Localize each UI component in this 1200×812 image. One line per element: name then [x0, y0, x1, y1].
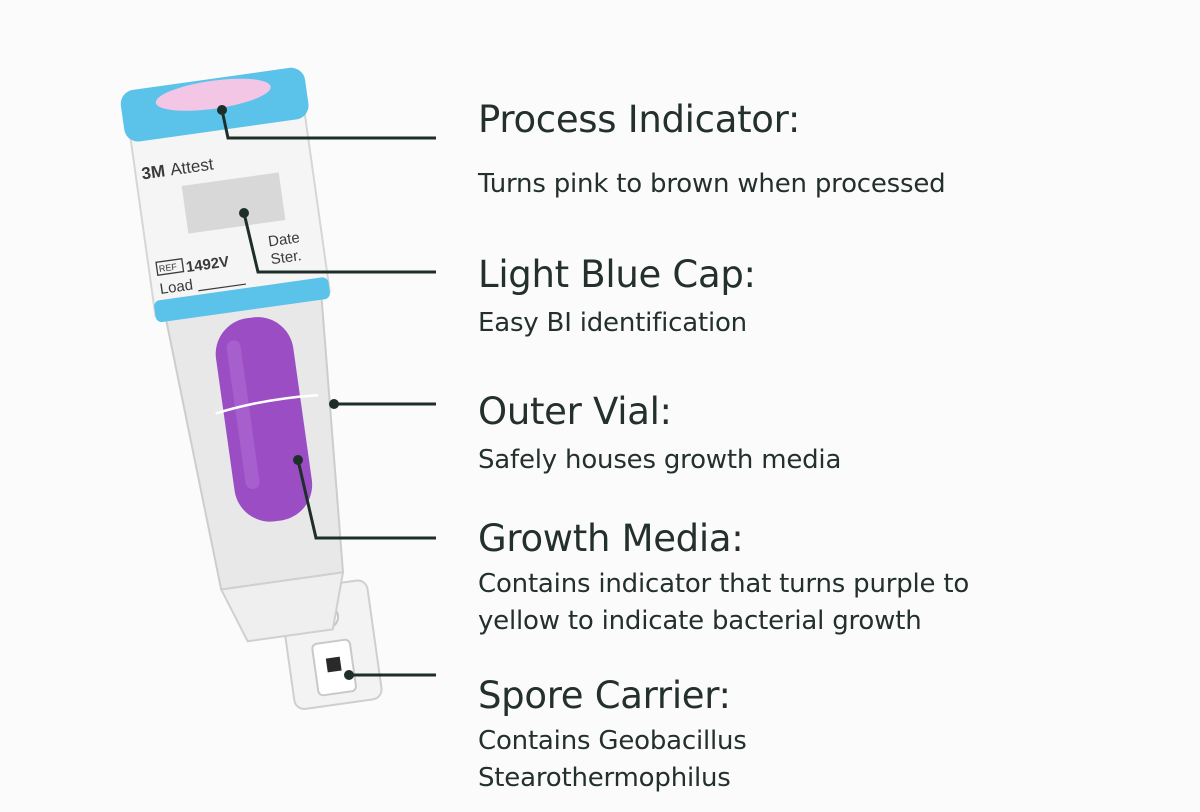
- biological-indicator-vial: 3M Attest REF 1492V Load Date Ster.: [120, 67, 383, 710]
- dot-spore-carrier: [344, 670, 354, 680]
- ref-box: [155, 257, 185, 276]
- dot-process-indicator: [217, 105, 227, 115]
- dot-growth-media: [293, 455, 303, 465]
- media-highlight: [226, 340, 260, 490]
- spore-carrier-title: Spore Carrier:: [478, 674, 731, 717]
- process-indicator-dot: [155, 78, 271, 111]
- light-blue-cap-desc: Easy BI identification: [478, 308, 747, 338]
- leader-lines: [220, 109, 436, 677]
- growth-media-desc-line-2: yellow to indicate bacterial growth: [478, 606, 922, 636]
- spore-carrier-desc: Contains Geobacillus Stearothermophilus: [478, 723, 747, 797]
- load-text: Load: [159, 277, 194, 298]
- light-blue-cap-title: Light Blue Cap:: [478, 253, 756, 296]
- ref-tag-text: REF: [158, 261, 178, 273]
- load-line: [198, 283, 247, 292]
- ster-text: Ster.: [270, 247, 303, 268]
- growth-media-desc-line-1: Contains indicator that turns purple to: [478, 569, 970, 599]
- leader-process-indicator: [220, 109, 436, 140]
- leader-light-blue-cap: [242, 212, 436, 274]
- label-window: [181, 172, 286, 234]
- outer-vial-desc: Safely houses growth media: [478, 445, 842, 475]
- date-text: Date: [267, 229, 301, 250]
- process-indicator-title: Process Indicator:: [478, 98, 801, 141]
- ampule-ring: [215, 393, 319, 415]
- growth-media-desc: Contains indicator that turns purple to …: [478, 566, 969, 640]
- spore-carrier-desc-line-2: Stearothermophilus: [478, 763, 731, 793]
- brand-text: 3M: [140, 161, 166, 183]
- dot-light-blue-cap: [239, 208, 249, 218]
- outer-vial-title: Outer Vial:: [478, 390, 672, 433]
- dot-outer-vial: [329, 399, 339, 409]
- spore-strip: [325, 656, 342, 673]
- cap-lower-band: [154, 277, 330, 323]
- ref-code-text: 1492V: [185, 253, 230, 276]
- leader-growth-media: [296, 459, 436, 540]
- growth-media-title: Growth Media:: [478, 517, 744, 560]
- spore-carrier-desc-line-1: Contains Geobacillus: [478, 726, 747, 756]
- process-indicator-desc: Turns pink to brown when processed: [478, 169, 946, 199]
- vial-tip: [219, 571, 345, 643]
- leader-dots: [217, 105, 354, 680]
